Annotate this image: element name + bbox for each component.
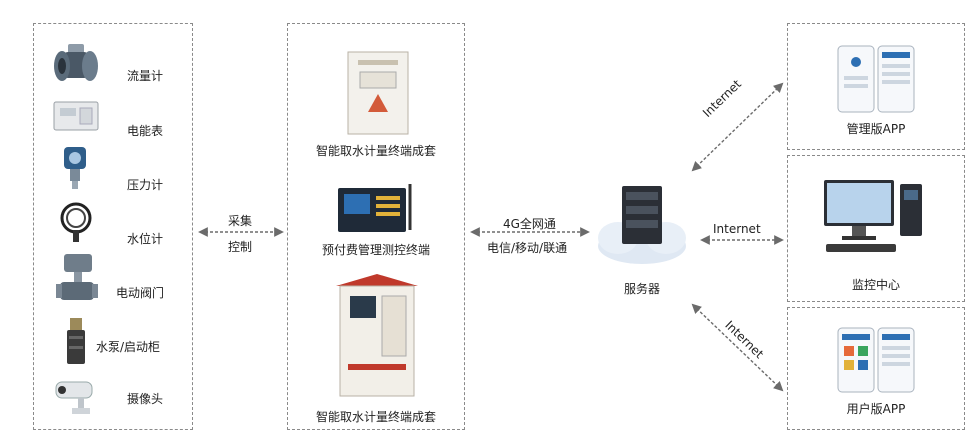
camera-icon (54, 376, 100, 418)
cloud-server-icon (594, 180, 690, 272)
client-label-2: 用户版APP (846, 402, 906, 416)
sensor-label-3: 水位计 (127, 232, 164, 246)
admin-app-icon (836, 44, 918, 114)
sensor-label-2: 压力计 (127, 178, 164, 192)
metering-kiosk-icon (332, 272, 422, 400)
sensor-panel (33, 23, 193, 430)
terminal-label-2: 智能取水计量终端成套 (315, 410, 436, 424)
server-label: 服务器 (623, 282, 660, 296)
client-panel-admin (787, 23, 965, 150)
terminal-label-1: 预付费管理测控终端 (321, 243, 430, 257)
internet-label-1: Internet (713, 222, 761, 236)
water-level-sensor-icon (56, 200, 96, 244)
client-label-0: 管理版APP (846, 122, 906, 136)
pressure-gauge-icon (60, 145, 90, 191)
user-app-icon (836, 326, 918, 394)
terminal-label-0: 智能取水计量终端成套 (315, 144, 436, 158)
link-mid-line1: 4G全网通 (503, 217, 556, 231)
electric-meter-icon (52, 98, 100, 134)
internet-arrow-admin (691, 82, 784, 172)
water-pump-icon (64, 316, 88, 368)
sensor-label-5: 水泵/启动柜 (96, 340, 161, 354)
metering-cabinet-icon (346, 50, 410, 136)
client-label-1: 监控中心 (851, 278, 900, 292)
client-panel-user (787, 307, 965, 430)
internet-arrow-user (691, 303, 784, 392)
link-left-line1: 采集 (228, 214, 253, 228)
prepaid-terminal-icon (336, 180, 420, 238)
link-mid-line2: 电信/移动/联通 (487, 241, 568, 255)
sensor-label-6: 摄像头 (127, 392, 164, 406)
flow-meter-icon (52, 42, 100, 86)
sensor-label-0: 流量计 (127, 69, 164, 83)
monitor-center-icon (822, 178, 926, 254)
terminal-panel (287, 23, 465, 430)
link-left-line2: 控制 (228, 240, 253, 254)
sensor-label-4: 电动阀门 (116, 286, 165, 300)
client-panel-monitor (787, 155, 965, 302)
sensor-label-1: 电能表 (127, 124, 164, 138)
electric-valve-icon (54, 252, 100, 310)
